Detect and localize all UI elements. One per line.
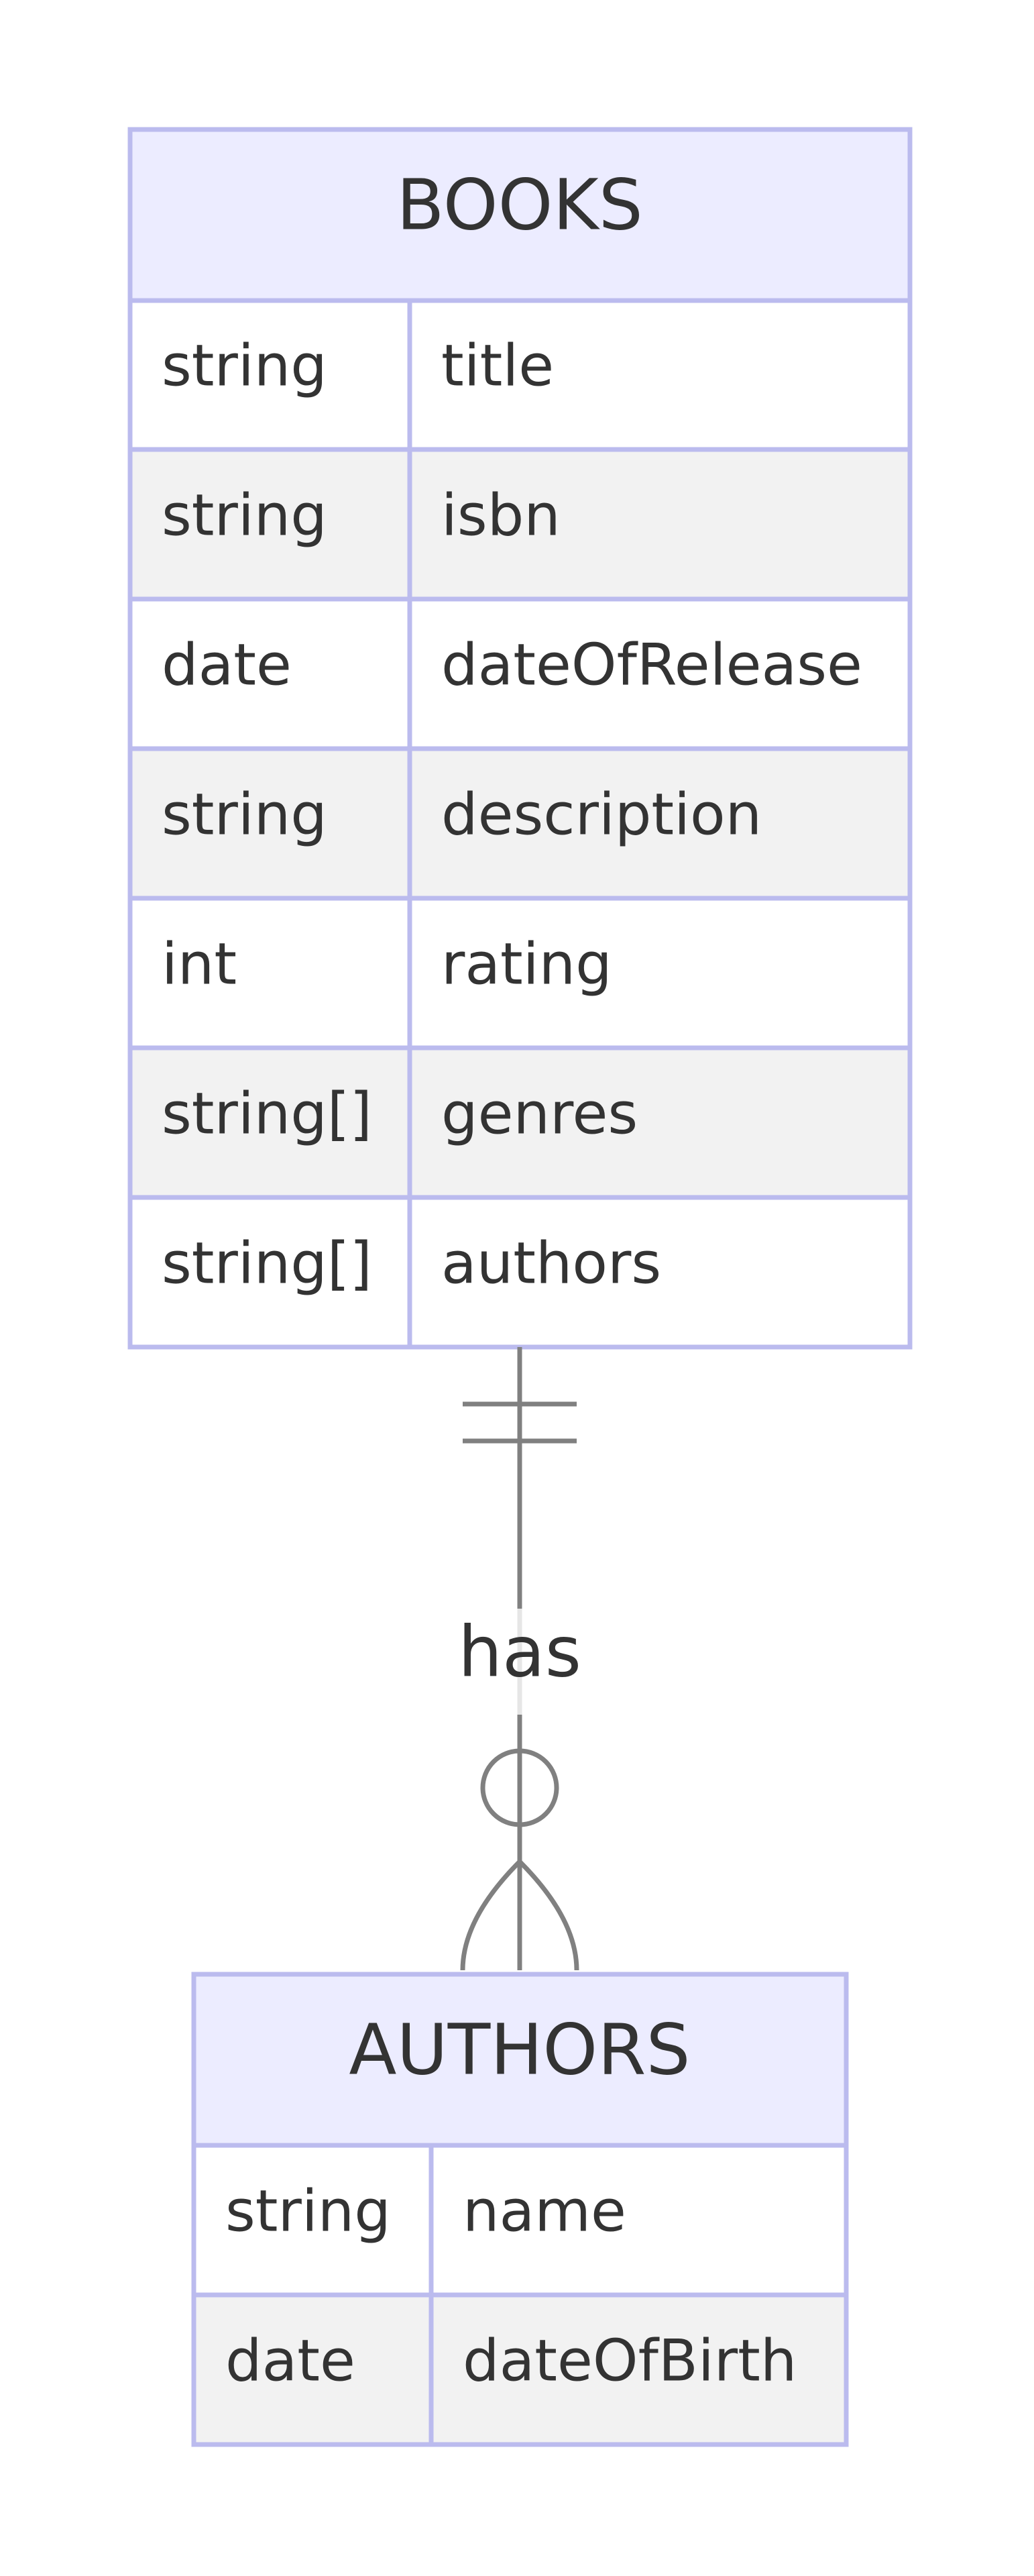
zero-marker-circle: [480, 1748, 559, 1827]
books-attr-name: title: [441, 332, 554, 399]
relationship-label-background: [453, 1609, 586, 1715]
authors-attr-type: date: [225, 2327, 355, 2394]
authors-row-2: [191, 2292, 849, 2447]
books-attr-name: isbn: [441, 482, 561, 549]
books-attr-name: rating: [441, 930, 612, 998]
crowfoot-right-icon: [518, 1860, 579, 1971]
books-attr-type: string: [162, 332, 327, 399]
relationship-label: has: [458, 1611, 581, 1693]
books-attr-name: dateOfRelease: [441, 631, 862, 698]
books-attr-type: date: [162, 631, 292, 698]
authors-attr-type: string: [225, 2178, 391, 2245]
books-row-2: [127, 447, 913, 602]
authors-attr-name: dateOfBirth: [463, 2327, 797, 2394]
authors-header: [191, 1972, 849, 2148]
books-title: BOOKS: [396, 164, 642, 246]
books-attr-type: int: [162, 930, 237, 998]
books-attr-type: string: [162, 482, 327, 549]
authors-attr-name: name: [463, 2178, 626, 2245]
authors-entity[interactable]: AUTHORS string name date dateOfBirth: [191, 1972, 849, 2447]
authors-title: AUTHORS: [349, 2008, 690, 2090]
books-row-1: [127, 298, 913, 452]
books-row-3: [127, 596, 913, 751]
books-attr-name: genres: [441, 1080, 638, 1147]
crowfoot-left-icon: [460, 1860, 522, 1971]
books-row-5: [127, 896, 913, 1051]
books-attr-name: description: [441, 781, 762, 848]
relationship-has[interactable]: has: [453, 1347, 586, 1971]
authors-row-1: [191, 2143, 849, 2298]
books-header: [127, 127, 913, 303]
books-attr-type: string: [162, 781, 327, 848]
books-attr-type: string[]: [162, 1080, 372, 1147]
books-row-7: [127, 1195, 913, 1350]
books-attr-name: authors: [441, 1230, 661, 1297]
books-attr-type: string[]: [162, 1230, 372, 1297]
books-entity[interactable]: BOOKS string title string isbn date date…: [127, 127, 913, 1350]
